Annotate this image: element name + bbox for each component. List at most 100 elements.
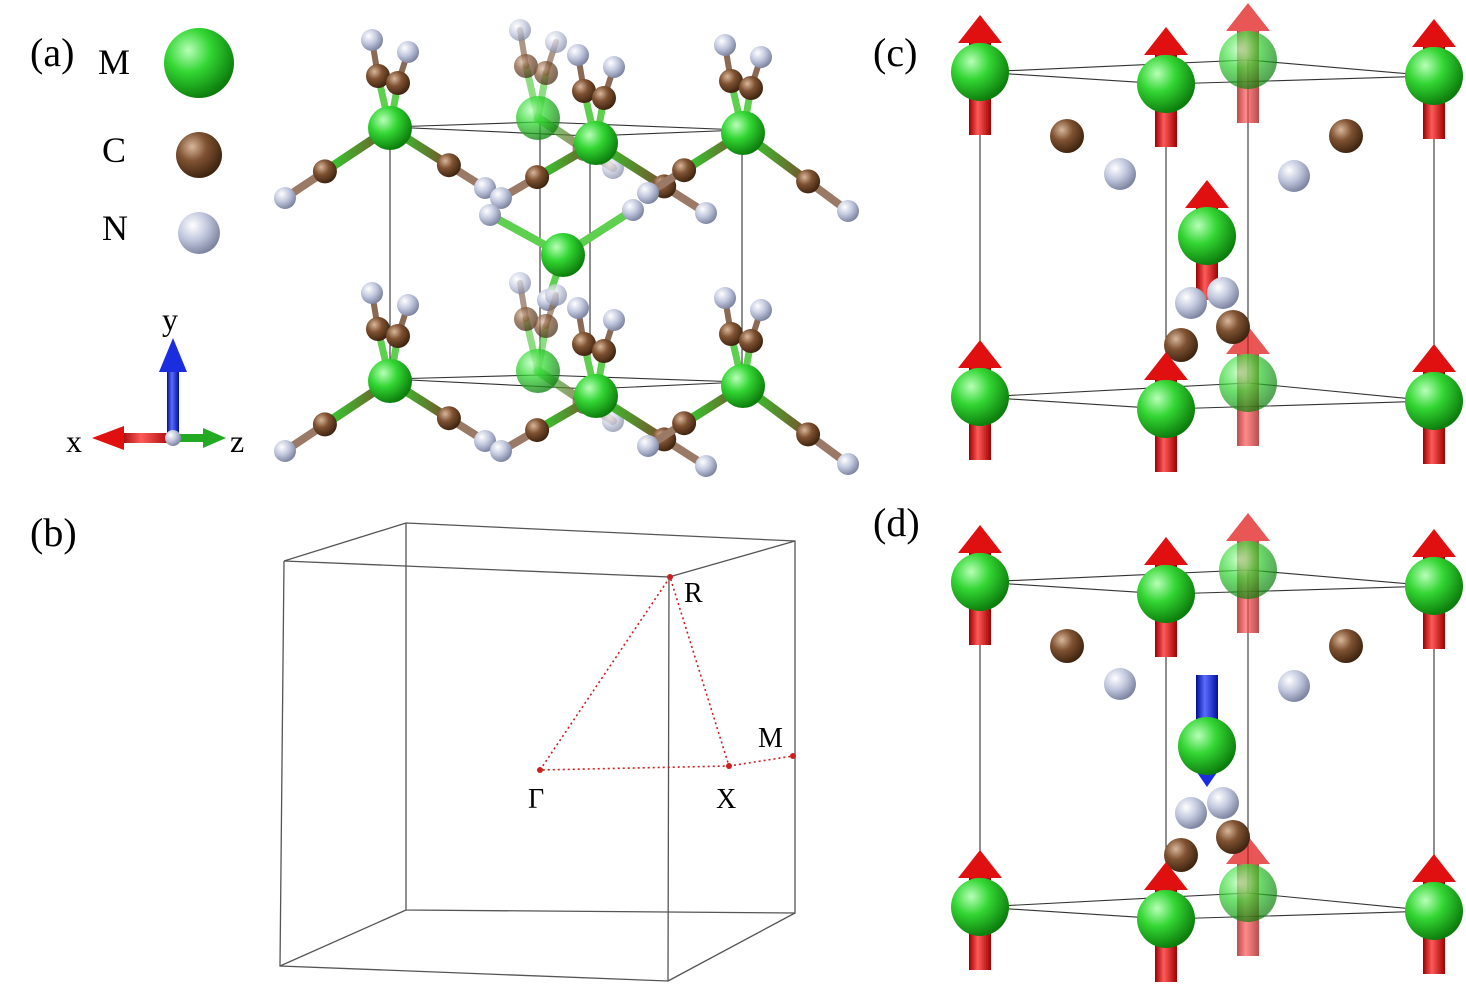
nitrogen-atom xyxy=(1175,797,1207,829)
carbon-atom xyxy=(1216,310,1250,344)
nitrogen-atom xyxy=(1278,670,1310,702)
nitrogen-atom xyxy=(695,455,717,477)
carbon-atom xyxy=(312,412,337,437)
nitrogen-atom xyxy=(750,46,772,68)
axis-triad: y x z xyxy=(66,301,244,459)
nitrogen-atom xyxy=(474,430,496,452)
spin-up-arrowhead xyxy=(1144,537,1188,565)
legend-label-nitrogen: N xyxy=(102,208,128,248)
metal-atom xyxy=(951,368,1009,426)
nitrogen-atom xyxy=(274,187,296,209)
carbon-atom xyxy=(672,158,697,183)
axis-origin xyxy=(165,430,181,446)
carbon-atom xyxy=(796,169,821,194)
nitrogen-atom xyxy=(750,299,772,321)
panel-d: (d) xyxy=(873,500,1463,982)
nitrogen-atom xyxy=(1104,668,1136,700)
bz-edge xyxy=(279,909,407,967)
nitrogen-atom xyxy=(545,31,567,53)
carbon-atom xyxy=(534,61,558,85)
z-axis-arrowhead xyxy=(203,428,226,448)
k-label-r: R xyxy=(684,578,703,609)
y-axis-shaft xyxy=(167,370,179,437)
nitrogen-atom xyxy=(490,187,512,209)
nitrogen-atom xyxy=(545,284,567,306)
carbon-atom xyxy=(719,322,743,346)
carbon-atom xyxy=(796,422,821,447)
k-label-x: X xyxy=(716,784,736,815)
panel-b: (b) Γ X M R xyxy=(30,510,796,982)
carbon-atom xyxy=(1050,629,1084,663)
nitrogen-atom xyxy=(474,177,496,199)
nitrogen-atom xyxy=(274,440,296,462)
metal-atom xyxy=(1178,717,1236,775)
carbon-atom xyxy=(572,332,596,356)
spin-up-arrowhead xyxy=(958,525,1002,553)
carbon-atom xyxy=(525,165,550,190)
legend-metal-sphere xyxy=(164,28,234,98)
carbon-atom xyxy=(514,54,538,78)
nitrogen-atom xyxy=(1207,277,1239,309)
nitrogen-atom xyxy=(837,200,859,222)
nitrogen-atom xyxy=(695,202,717,224)
spin-up-arrowhead xyxy=(1144,352,1188,380)
bz-edge xyxy=(283,522,407,562)
cell-bottom-face xyxy=(979,382,1435,410)
carbon-atom xyxy=(672,411,697,436)
bz-edge xyxy=(668,540,796,578)
carbon-atom xyxy=(1216,820,1250,854)
carbon-atom xyxy=(366,64,390,88)
carbon-atom xyxy=(386,324,410,348)
metal-atom xyxy=(368,359,412,403)
bz-edge xyxy=(667,912,796,982)
nitrogen-atom xyxy=(1207,787,1239,819)
nitrogen-atom xyxy=(361,282,383,304)
k-point-r xyxy=(667,574,673,580)
metal-atom xyxy=(1219,31,1277,89)
spin-up-arrowhead xyxy=(1226,3,1270,31)
spin-up-arrowhead xyxy=(1144,27,1188,55)
k-path-gamma-r-x xyxy=(539,575,731,771)
axis-label-y: y xyxy=(162,301,178,337)
legend-nitrogen-sphere xyxy=(178,212,220,254)
nitrogen-atom xyxy=(479,204,501,226)
bz-front-face xyxy=(279,560,670,982)
carbon-atom xyxy=(436,406,461,431)
k-path: Γ X M R xyxy=(528,574,796,815)
spin-up-arrowhead xyxy=(1185,180,1229,208)
legend-label-metal: M xyxy=(98,42,130,82)
nitrogen-atom xyxy=(361,29,383,51)
x-axis-shaft xyxy=(120,433,173,443)
nitrogen-atom xyxy=(1278,160,1310,192)
legend-carbon-sphere xyxy=(176,132,222,178)
carbon-atom xyxy=(525,418,550,443)
k-path-x-m xyxy=(728,755,794,767)
panel-a: (a) M C N y x z xyxy=(30,19,859,477)
spin-up-arrowhead xyxy=(1412,19,1456,47)
metal-atom xyxy=(516,96,560,140)
k-point-m xyxy=(790,753,796,759)
panel-label-c: (c) xyxy=(873,30,917,75)
carbon-atom xyxy=(592,86,616,110)
nitrogen-atom xyxy=(837,453,859,475)
panel-c: (c) xyxy=(873,3,1463,472)
metal-atom xyxy=(368,106,412,150)
spin-up-arrowhead xyxy=(958,850,1002,878)
framework-structure xyxy=(274,19,859,477)
spin-up-arrowhead xyxy=(1226,513,1270,541)
metal-atom xyxy=(1405,882,1463,940)
axis-label-z: z xyxy=(230,423,244,459)
spin-up-arrowhead xyxy=(1412,854,1456,882)
spin-up-arrowhead xyxy=(1412,529,1456,557)
spin-up-arrowhead xyxy=(1412,344,1456,372)
axis-label-x: x xyxy=(66,423,82,459)
spin-up-arrowhead xyxy=(1226,326,1270,354)
metal-atom xyxy=(516,349,560,393)
metal-atom xyxy=(1137,565,1195,623)
metal-atom xyxy=(1219,541,1277,599)
nitrogen-atom xyxy=(714,287,736,309)
k-point-gamma xyxy=(537,767,543,773)
carbon-atom xyxy=(386,71,410,95)
x-axis-arrowhead xyxy=(92,426,124,450)
nitrogen-atom xyxy=(637,435,659,457)
